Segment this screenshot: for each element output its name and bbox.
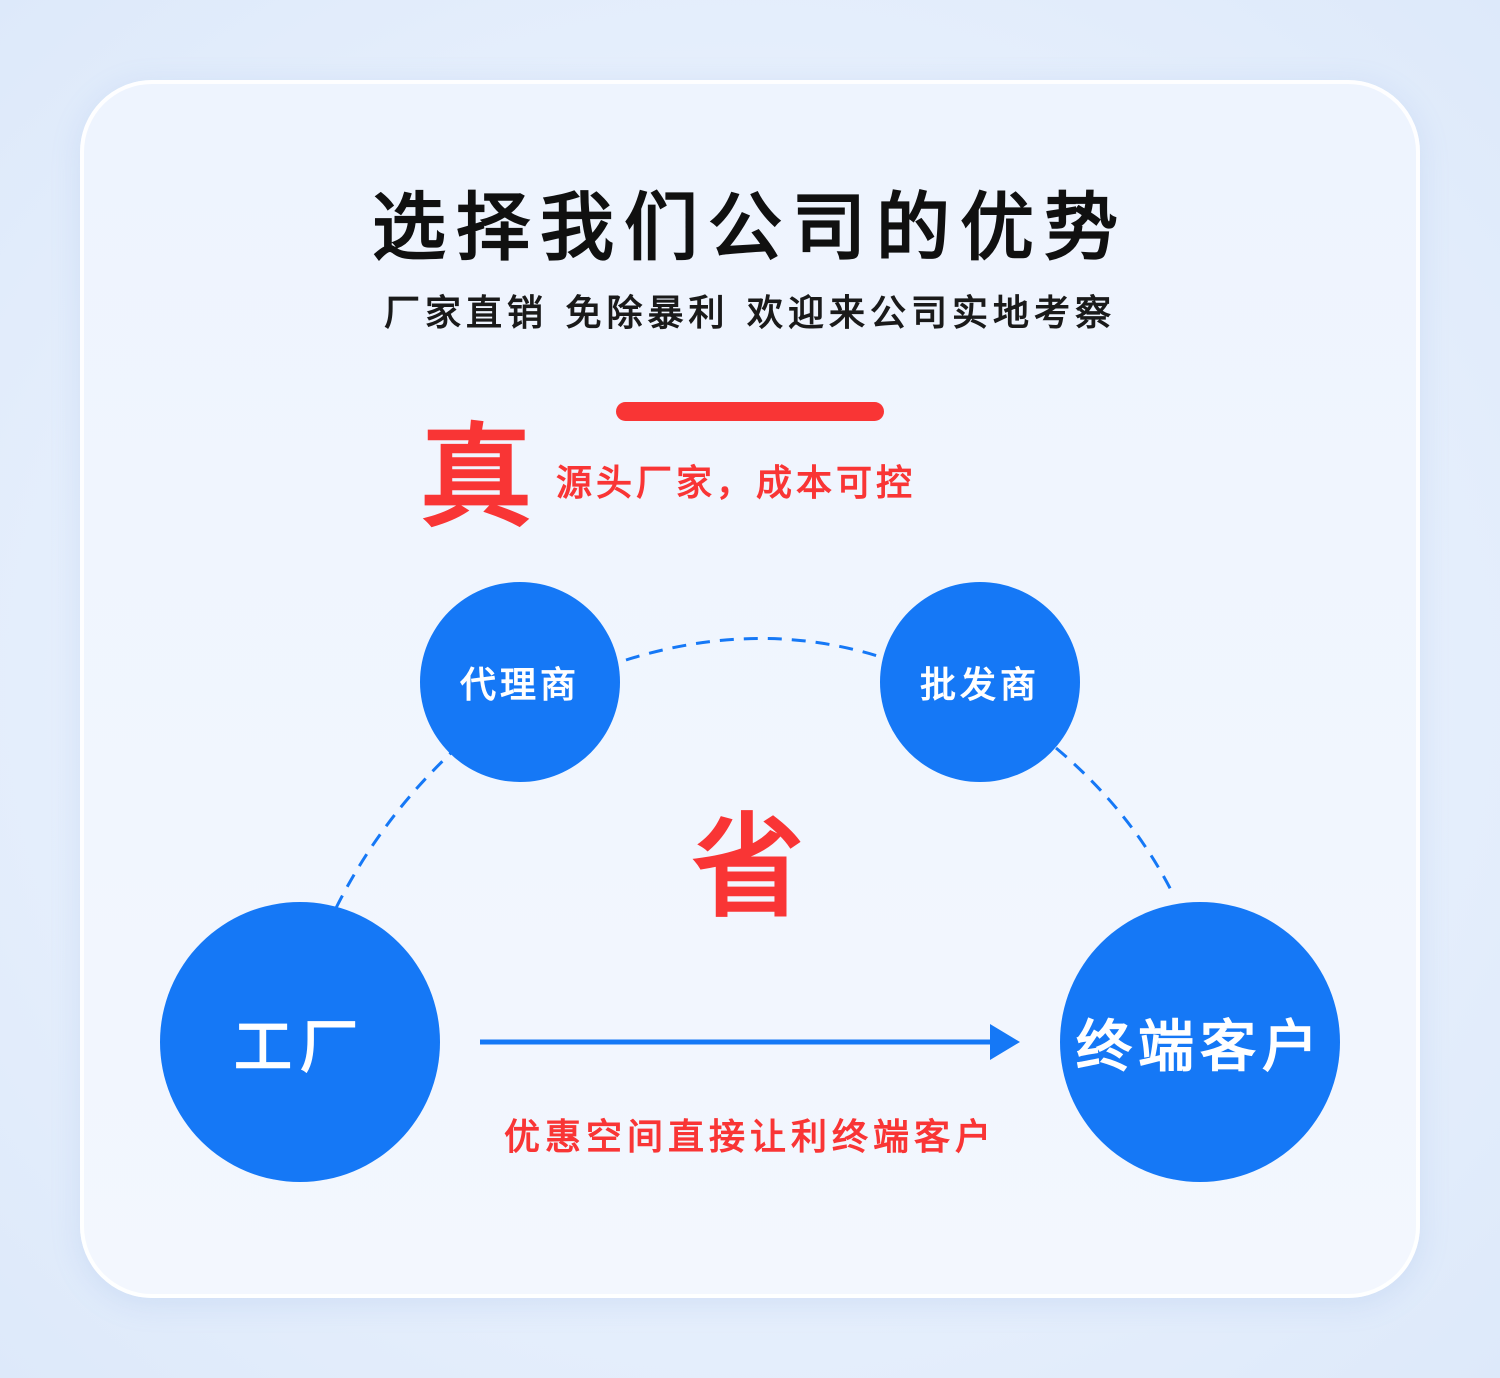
benefit-text: 优惠空间直接让利终端客户 [503, 1117, 996, 1158]
direct-arrow-head [990, 1024, 1020, 1060]
page-subtitle: 厂家直销 免除暴利 欢迎来公司实地考察 [383, 293, 1117, 334]
agent-node: 代理商 [420, 582, 620, 782]
dashed-arc-top [625, 637, 885, 662]
wholesaler-label: 批发商 [919, 665, 1040, 706]
agent-label: 代理商 [459, 665, 580, 706]
wholesaler-node: 批发商 [880, 582, 1080, 782]
true-slogan: 源头厂家，成本可控 [556, 463, 917, 504]
red-accent-bar [616, 402, 884, 421]
true-character: 真 [420, 413, 532, 543]
customer-node: 终端客户 [1060, 902, 1340, 1182]
customer-label: 终端客户 [1076, 1014, 1324, 1080]
dashed-arc-left [334, 750, 454, 909]
save-character: 省 [692, 803, 804, 933]
page-title: 选择我们公司的优势 [372, 185, 1128, 271]
factory-node: 工厂 [160, 902, 440, 1182]
factory-label: 工厂 [233, 1013, 366, 1081]
dashed-arc-right [1055, 746, 1174, 893]
